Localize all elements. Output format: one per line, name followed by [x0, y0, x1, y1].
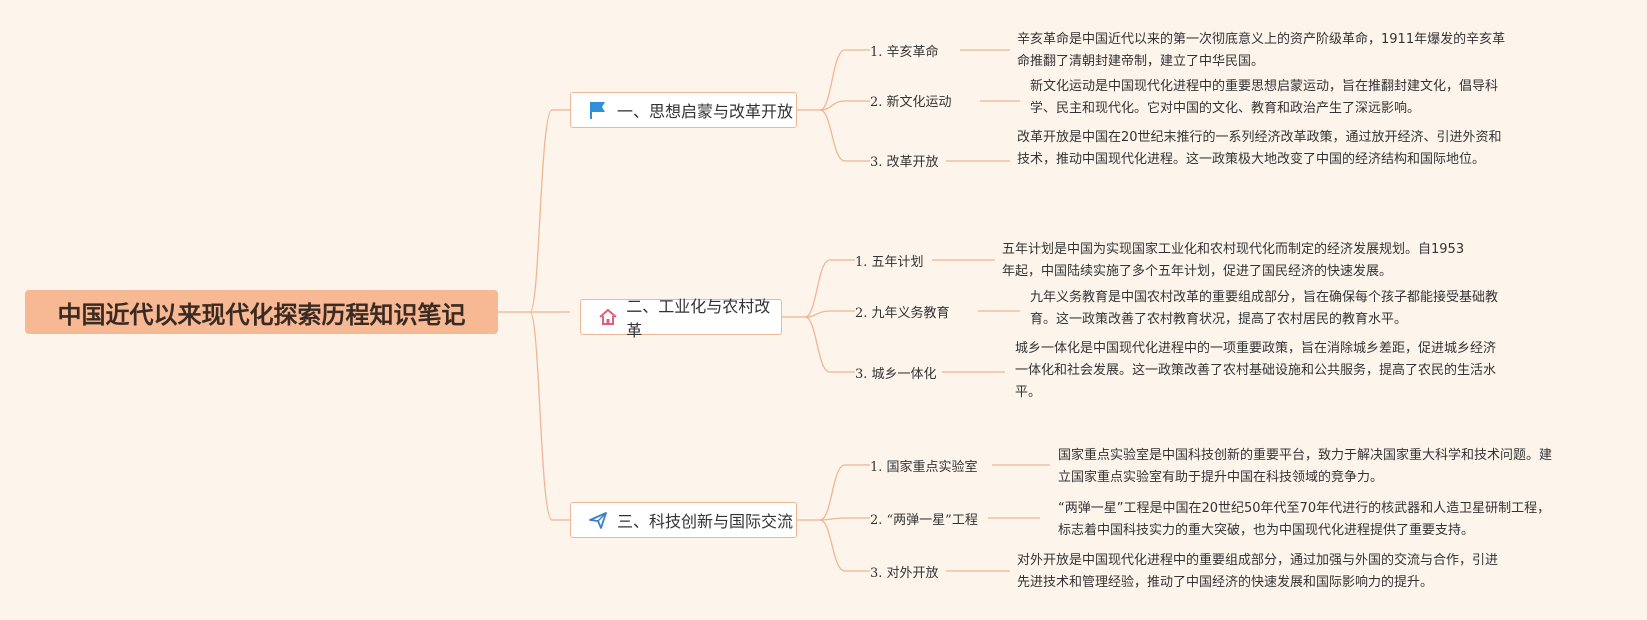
branch-label: 三、科技创新与国际交流	[617, 512, 794, 531]
topic-opening-up[interactable]: 3. 对外开放	[870, 566, 939, 581]
topic-nine-year-education[interactable]: 2. 九年义务教育	[855, 306, 950, 321]
branch-label: 二、工业化与农村改革	[626, 297, 771, 340]
desc-state-key-labs: 国家重点实验室是中国科技创新的重要平台，致力于解决国家重大科学和技术问题。建立国…	[1058, 448, 1553, 485]
topic-xinhai-revolution[interactable]: 1. 辛亥革命	[870, 45, 939, 60]
topic-two-bombs-one-satellite[interactable]: 2. “两弹一星”工程	[870, 513, 978, 528]
desc-xinhai-revolution: 辛亥革命是中国近代以来的第一次彻底意义上的资产阶级革命，1911年爆发的辛亥革命…	[1017, 32, 1506, 69]
desc-new-culture-movement: 新文化运动是中国现代化进程中的重要思想启蒙运动，旨在推翻封建文化，倡导科学、民主…	[1030, 79, 1499, 116]
branch-industrialization-rural[interactable]: 二、工业化与农村改革	[580, 297, 782, 340]
flag-icon	[587, 99, 609, 121]
branch-tech-innovation-exchange[interactable]: 三、科技创新与国际交流	[570, 502, 797, 538]
branch-enlightenment-reform[interactable]: 一、思想启蒙与改革开放	[570, 92, 797, 128]
home-icon	[597, 306, 618, 328]
topic-state-key-labs[interactable]: 1. 国家重点实验室	[870, 460, 978, 475]
root-title: 中国近代以来现代化探索历程知识笔记	[57, 300, 466, 329]
root-topic[interactable]: 中国近代以来现代化探索历程知识笔记	[25, 290, 498, 334]
branch-label: 一、思想启蒙与改革开放	[617, 102, 794, 121]
desc-nine-year-education: 九年义务教育是中国农村改革的重要组成部分，旨在确保每个孩子都能接受基础教育。这一…	[1030, 290, 1499, 327]
topic-new-culture-movement[interactable]: 2. 新文化运动	[870, 95, 952, 110]
desc-opening-up: 对外开放是中国现代化进程中的重要组成部分，通过加强与外国的交流与合作，引进先进技…	[1017, 553, 1499, 590]
desc-reform-opening: 改革开放是中国在20世纪末推行的一系列经济改革政策，通过放开经济、引进外资和技术…	[1017, 130, 1502, 167]
desc-two-bombs-one-satellite: “两弹一星”工程是中国在20世纪50年代至70年代进行的核武器和人造卫星研制工程…	[1058, 501, 1551, 538]
paper-plane-icon	[587, 509, 609, 531]
desc-urban-rural-integration: 城乡一体化是中国现代化进程中的一项重要政策，旨在消除城乡差距，促进城乡经济一体化…	[1015, 341, 1497, 400]
topic-reform-opening[interactable]: 3. 改革开放	[870, 155, 939, 170]
desc-five-year-plan: 五年计划是中国为实现国家工业化和农村现代化而制定的经济发展规划。自1953年起，…	[1002, 242, 1465, 279]
topic-five-year-plan[interactable]: 1. 五年计划	[855, 255, 924, 270]
topic-urban-rural-integration[interactable]: 3. 城乡一体化	[855, 367, 937, 382]
